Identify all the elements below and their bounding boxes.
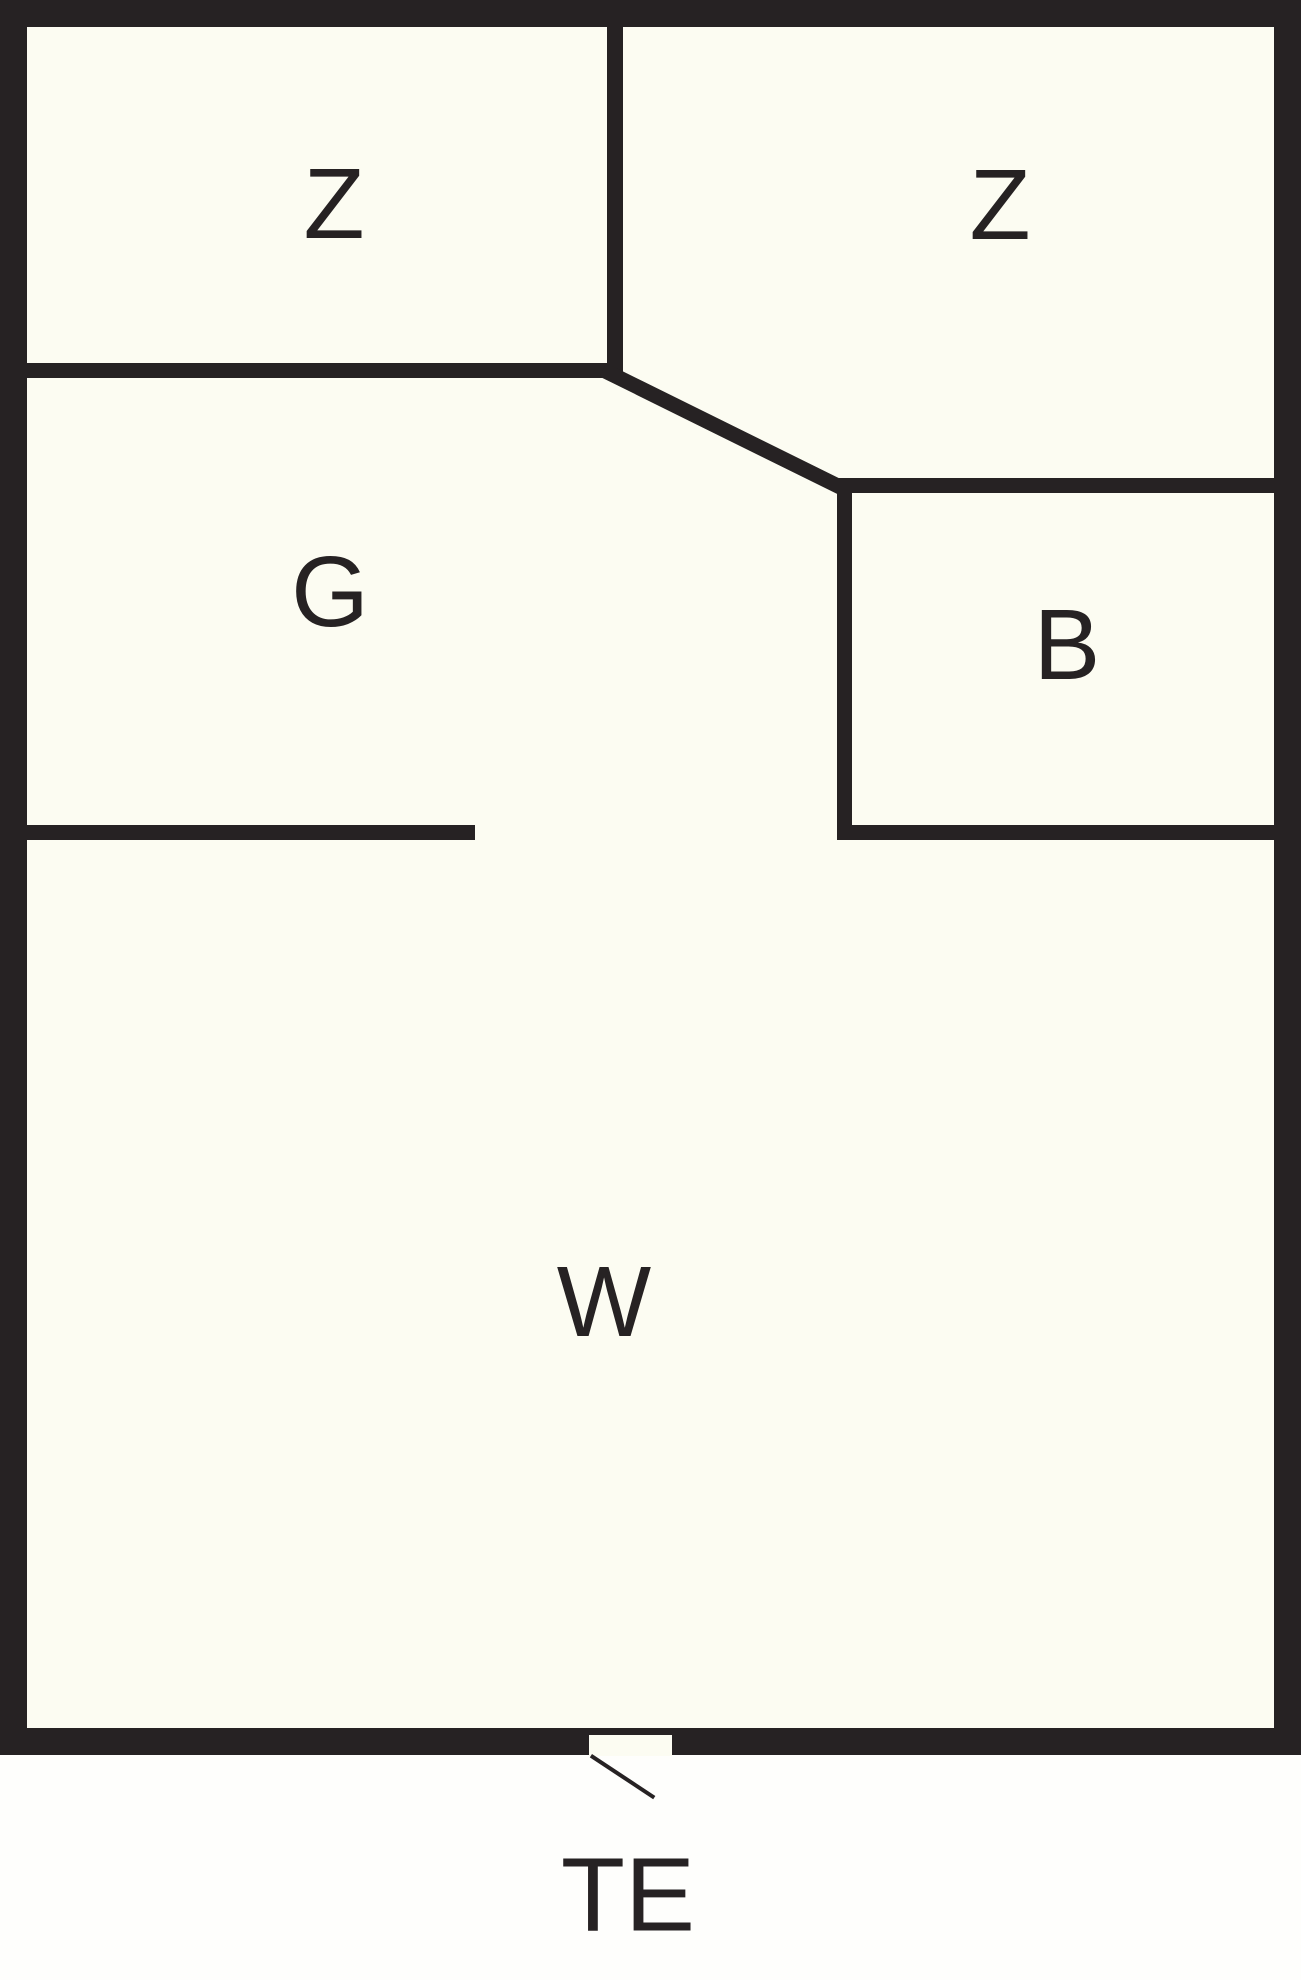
room-label-z1: Z (303, 148, 365, 260)
room-label-b: B (1033, 589, 1101, 701)
wall-outer-right (1274, 0, 1301, 1755)
wall-b-room-top (837, 478, 1274, 493)
door-opening (589, 1735, 672, 1756)
wall-outer-top (0, 0, 1301, 27)
wall-between-z-rooms (607, 27, 623, 371)
wall-b-room-bottom (837, 825, 1274, 840)
room-label-w: W (556, 1246, 652, 1358)
wall-b-room-left (837, 478, 852, 840)
wall-g-room-bottom (27, 825, 475, 840)
floor-area (0, 0, 1301, 1755)
room-label-g: G (291, 536, 369, 648)
wall-outer-left (0, 0, 27, 1755)
door-leader-line (589, 1754, 656, 1800)
wall-below-left-z-room (27, 363, 623, 378)
room-label-z2: Z (969, 149, 1031, 261)
entrance-label-te: TE (560, 1836, 696, 1954)
